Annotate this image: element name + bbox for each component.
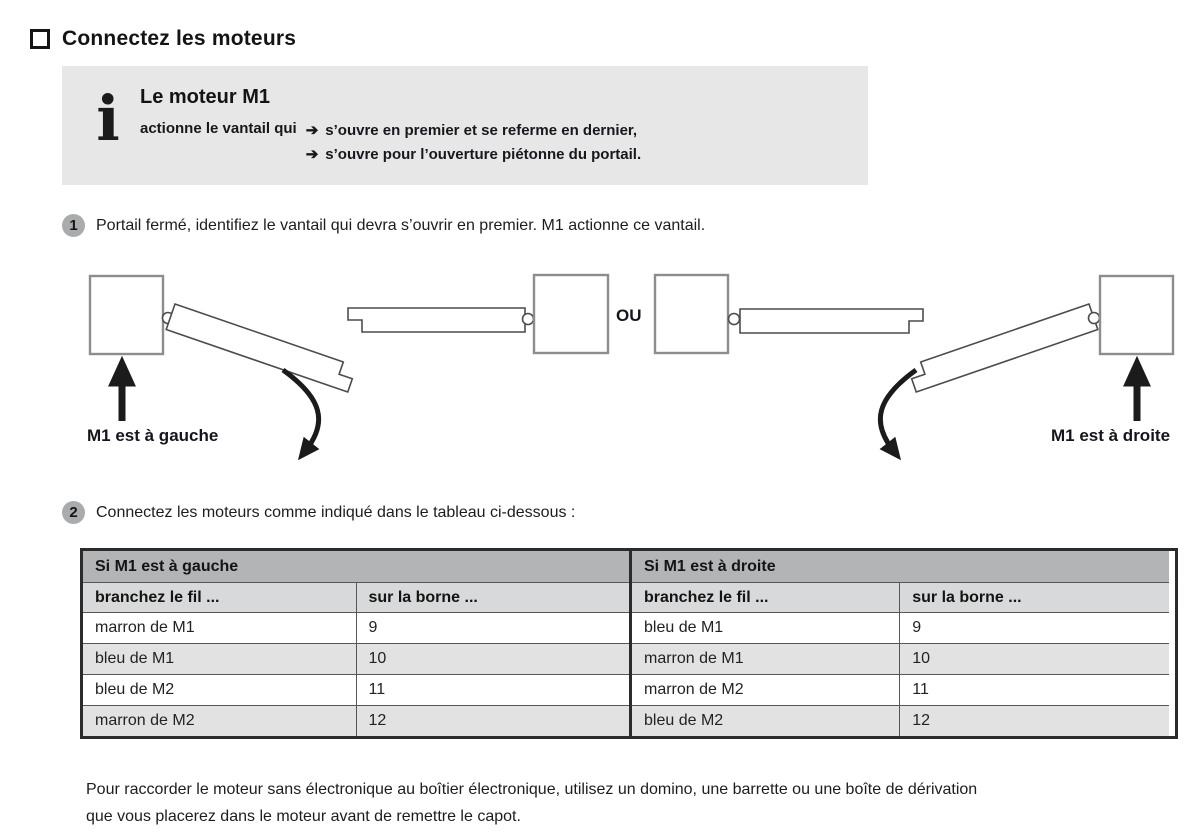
footer-line-1: Pour raccorder le moteur sans électroniq… (86, 781, 978, 798)
step-2: 2 Connectez les moteurs comme indiqué da… (62, 501, 575, 524)
table-row: marron de M1 10 (630, 643, 1169, 675)
footer-note: Pour raccorder le moteur sans électroniq… (86, 776, 1166, 830)
column-header: sur la borne ... (899, 582, 1169, 613)
swing-arrow (281, 367, 322, 461)
table-row: marron de M2 11 (630, 674, 1169, 706)
step-1: 1 Portail fermé, identifiez le vantail q… (62, 214, 705, 237)
table-row: marron de M2 12 (83, 705, 629, 736)
terminal-cell: 9 (355, 612, 629, 644)
gate-post (532, 273, 610, 355)
gate-post (88, 274, 165, 356)
terminal-cell: 11 (899, 674, 1169, 706)
column-header: branchez le fil ... (630, 582, 901, 613)
scenario-m1-left (88, 273, 610, 461)
wire-cell: bleu de M1 (83, 643, 357, 675)
gate-leaf-open (165, 302, 354, 394)
table-row: marron de M1 9 (83, 612, 629, 644)
arrow-right-icon: ➔ (305, 122, 319, 139)
wire-cell: marron de M2 (630, 674, 901, 706)
swing-arrow (877, 367, 918, 461)
terminal-cell: 10 (355, 643, 629, 675)
terminal-cell: 10 (899, 643, 1169, 675)
footer-line-2: que vous placerez dans le moteur avant d… (86, 808, 521, 825)
table-row: bleu de M2 12 (630, 705, 1169, 736)
info-point-1: ➔ s’ouvre en premier et se referme en de… (306, 120, 641, 141)
hinge-icon (521, 312, 535, 326)
gate-diagram (88, 273, 1175, 461)
section-title: Connectez les moteurs (30, 27, 296, 51)
info-point-2: ➔ s’ouvre pour l’ouverture piétonne du p… (306, 144, 641, 165)
table-m1-right: Si M1 est à droite branchez le fil ... s… (629, 551, 1169, 736)
step-2-text: Connectez les moteurs comme indiqué dans… (96, 504, 576, 521)
label-m1-left: M1 est à gauche (87, 426, 219, 445)
gate-leaf-open (910, 302, 1099, 394)
info-icon: i (96, 82, 120, 155)
table-title: Si M1 est à gauche (83, 551, 629, 583)
hinge-icon (727, 312, 741, 326)
column-header: branchez le fil ... (83, 582, 357, 613)
scenario-m1-right (653, 273, 1175, 461)
wiring-tables: Si M1 est à gauche branchez le fil ... s… (80, 548, 1178, 739)
section-title-text: Connectez les moteurs (62, 27, 297, 50)
table-title: Si M1 est à droite (630, 551, 1169, 583)
table-m1-left: Si M1 est à gauche branchez le fil ... s… (83, 551, 629, 736)
info-point-2-text: s’ouvre pour l’ouverture piétonne du por… (325, 146, 642, 163)
gate-post (1098, 274, 1175, 356)
table-row: bleu de M1 9 (630, 612, 1169, 644)
arrow-right-icon: ➔ (305, 146, 319, 163)
gate-leaf-closed (739, 308, 924, 334)
info-box-body: actionne le vantail qui ➔ s’ouvre en pre… (140, 120, 641, 168)
info-box: i Le moteur M1 actionne le vantail qui ➔… (62, 66, 868, 185)
terminal-cell: 9 (899, 612, 1169, 644)
step-2-badge: 2 (62, 501, 85, 524)
info-points: ➔ s’ouvre en premier et se referme en de… (306, 120, 641, 168)
column-header: sur la borne ... (355, 582, 629, 613)
wire-cell: bleu de M1 (630, 612, 901, 644)
step-1-badge: 1 (62, 214, 85, 237)
table-row: bleu de M1 10 (83, 643, 629, 675)
label-or: OU (616, 306, 642, 325)
gate-post (653, 273, 730, 355)
wire-cell: marron de M1 (83, 612, 357, 644)
wire-cell: marron de M2 (83, 705, 357, 736)
wire-cell: bleu de M2 (630, 705, 901, 736)
wire-cell: bleu de M2 (83, 674, 357, 706)
info-lead-text: actionne le vantail qui (140, 120, 297, 137)
gate-leaf-closed (347, 307, 526, 333)
label-m1-right: M1 est à droite (1051, 426, 1171, 445)
step-1-text: Portail fermé, identifiez le vantail qui… (96, 217, 706, 234)
info-box-title: Le moteur M1 (140, 86, 271, 108)
table-row: bleu de M2 11 (83, 674, 629, 706)
terminal-cell: 12 (899, 705, 1169, 736)
terminal-cell: 12 (355, 705, 629, 736)
info-point-1-text: s’ouvre en premier et se referme en dern… (325, 122, 638, 139)
checkbox-square-icon (30, 29, 50, 49)
terminal-cell: 11 (355, 674, 629, 706)
hinge-icon (1087, 311, 1101, 325)
wire-cell: marron de M1 (630, 643, 901, 675)
